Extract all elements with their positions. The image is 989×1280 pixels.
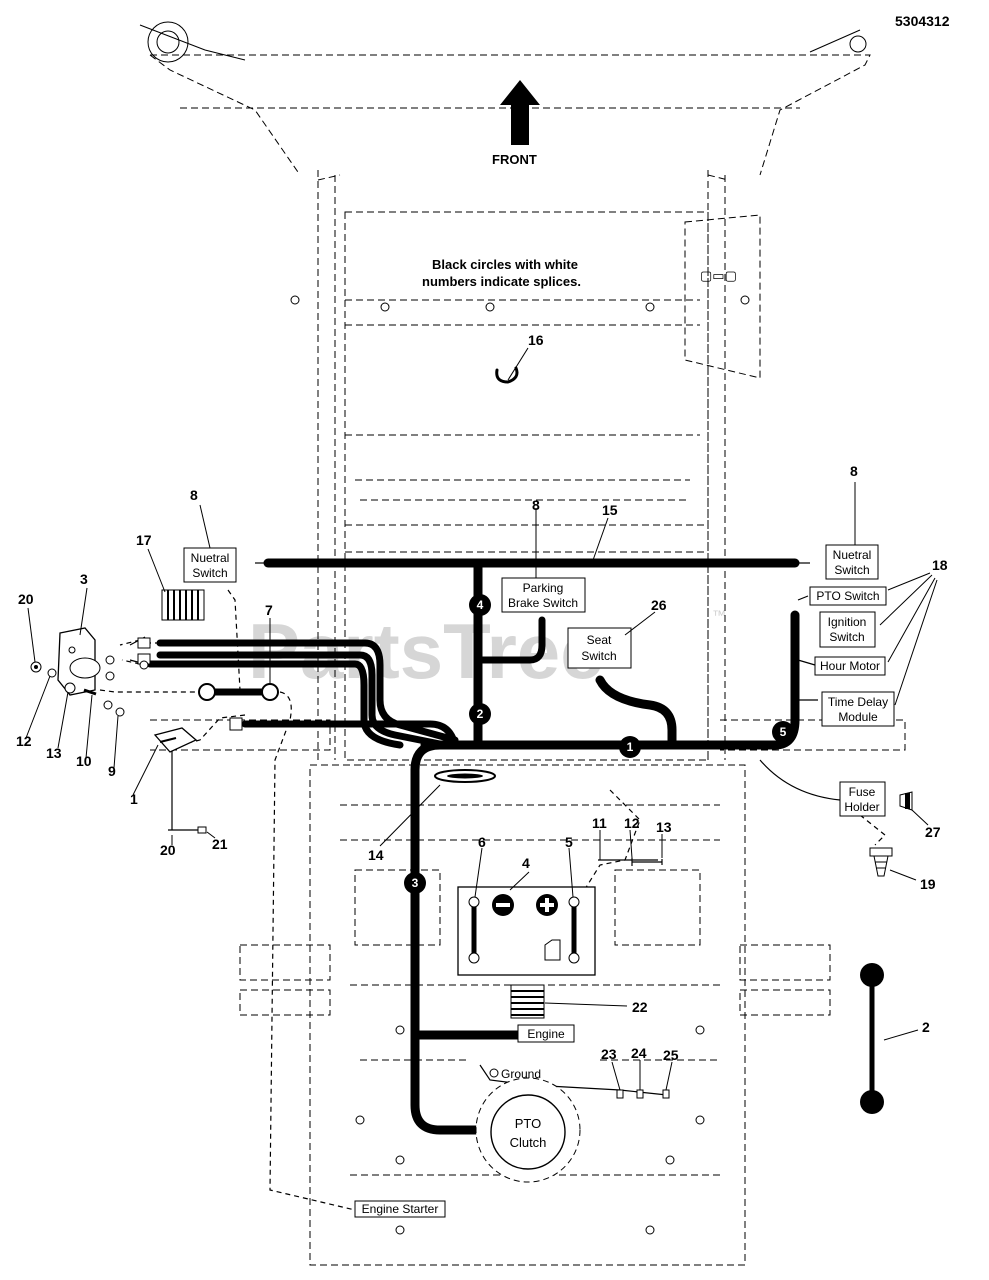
part-number: 5304312 (895, 13, 950, 29)
svg-text:5: 5 (780, 725, 787, 739)
control-box-marking: ▢▭▢ (700, 268, 737, 283)
svg-text:Holder: Holder (844, 800, 879, 814)
splice-2: 2 (469, 703, 491, 725)
svg-text:Engine: Engine (527, 1027, 565, 1041)
leader-lines (25, 482, 938, 1091)
svg-text:2: 2 (477, 707, 484, 721)
ground-label: Ground (501, 1067, 541, 1081)
svg-text:24: 24 (631, 1045, 647, 1061)
splice-note-line2: numbers indicate splices. (422, 274, 581, 289)
svg-text:Ignition: Ignition (828, 615, 867, 629)
svg-text:12: 12 (624, 815, 640, 831)
svg-text:8: 8 (532, 497, 540, 513)
battery-icon (457, 886, 596, 976)
fuse-holder-box: Fuse Holder (839, 781, 886, 817)
splice-3: 3 (404, 872, 426, 894)
svg-text:19: 19 (920, 876, 936, 892)
neutral-switch-left-box: Nuetral Switch (183, 547, 237, 583)
svg-text:Fuse: Fuse (849, 785, 876, 799)
fuse-27-icon (899, 791, 913, 811)
svg-text:17: 17 (136, 532, 152, 548)
connectors (137, 589, 670, 1099)
cable-2-icon (860, 963, 884, 1114)
seat-switch-box: Seat Switch (567, 627, 632, 669)
svg-text:8: 8 (850, 463, 858, 479)
pto-clutch-icon (490, 1094, 566, 1170)
starter-solenoid-icon (57, 627, 115, 696)
svg-text:6: 6 (478, 834, 486, 850)
svg-text:Switch: Switch (829, 630, 864, 644)
ground-terminal-icon (489, 1068, 499, 1078)
neutral-switch-right-box: Nuetral Switch (825, 544, 879, 580)
splice-note-line1: Black circles with white (432, 257, 578, 272)
svg-text:21: 21 (212, 836, 228, 852)
svg-text:13: 13 (656, 819, 672, 835)
svg-text:25: 25 (663, 1047, 679, 1063)
splice-5: 5 (772, 721, 794, 743)
svg-text:Switch: Switch (581, 649, 616, 663)
svg-text:13: 13 (46, 745, 62, 761)
svg-text:26: 26 (651, 597, 667, 613)
svg-text:1: 1 (627, 740, 634, 754)
splice-4: 4 (469, 594, 491, 616)
splice-1: 1 (619, 736, 641, 758)
svg-text:22: 22 (632, 999, 648, 1015)
pto-clutch-label-2: Clutch (510, 1135, 547, 1150)
connector-22-icon (510, 984, 545, 1019)
connector-17-icon (161, 589, 205, 621)
svg-text:18: 18 (932, 557, 948, 573)
svg-text:8: 8 (190, 487, 198, 503)
svg-text:15: 15 (602, 502, 618, 518)
hardware-icons (30, 661, 125, 717)
svg-text:14: 14 (368, 847, 384, 863)
svg-text:Hour Motor: Hour Motor (820, 659, 880, 673)
hour-motor-box: Hour Motor (814, 656, 886, 676)
callout-numbers: 1 2 3 4 5 6 7 8 8 8 9 10 11 12 12 13 13 … (16, 332, 948, 1063)
parking-brake-switch-box: Parking Brake Switch (501, 577, 586, 613)
watermark-tm: ™ (712, 607, 726, 623)
svg-text:PTO Switch: PTO Switch (816, 589, 879, 603)
svg-text:12: 12 (16, 733, 32, 749)
svg-text:27: 27 (925, 824, 941, 840)
svg-text:3: 3 (412, 876, 419, 890)
svg-text:Time Delay: Time Delay (828, 695, 888, 709)
svg-text:Switch: Switch (834, 563, 869, 577)
connector-19-icon (869, 847, 893, 877)
clip-16-icon (495, 366, 519, 384)
svg-text:Nuetral: Nuetral (191, 551, 230, 565)
svg-text:Module: Module (838, 710, 878, 724)
relay-1-icon (153, 727, 198, 753)
svg-text:10: 10 (76, 753, 92, 769)
svg-text:4: 4 (477, 598, 484, 612)
svg-text:1: 1 (130, 791, 138, 807)
ignition-switch-box: Ignition Switch (819, 611, 876, 648)
svg-text:23: 23 (601, 1046, 617, 1062)
engine-box: Engine (517, 1024, 575, 1043)
svg-text:3: 3 (80, 571, 88, 587)
svg-text:11: 11 (592, 815, 607, 831)
svg-text:Nuetral: Nuetral (833, 548, 872, 562)
svg-text:20: 20 (160, 842, 176, 858)
chassis-frame: ▢▭▢ (139, 21, 906, 1266)
pto-switch-box: PTO Switch (809, 586, 887, 606)
svg-text:Seat: Seat (587, 633, 612, 647)
svg-text:Brake Switch: Brake Switch (508, 596, 578, 610)
front-arrow-icon (500, 80, 540, 145)
front-label: FRONT (492, 152, 537, 167)
svg-text:7: 7 (265, 602, 273, 618)
svg-text:4: 4 (522, 855, 530, 871)
engine-starter-box: Engine Starter (354, 1200, 446, 1218)
pto-clutch-label-1: PTO (515, 1116, 542, 1131)
svg-text:2: 2 (922, 1019, 930, 1035)
watermark: PartsTree (248, 607, 604, 695)
svg-text:Engine Starter: Engine Starter (362, 1202, 439, 1216)
svg-text:5: 5 (565, 834, 573, 850)
svg-text:Switch: Switch (192, 566, 227, 580)
svg-text:9: 9 (108, 763, 116, 779)
svg-text:16: 16 (528, 332, 544, 348)
svg-text:Parking: Parking (523, 581, 564, 595)
time-delay-module-box: Time Delay Module (821, 691, 895, 727)
svg-text:20: 20 (18, 591, 34, 607)
